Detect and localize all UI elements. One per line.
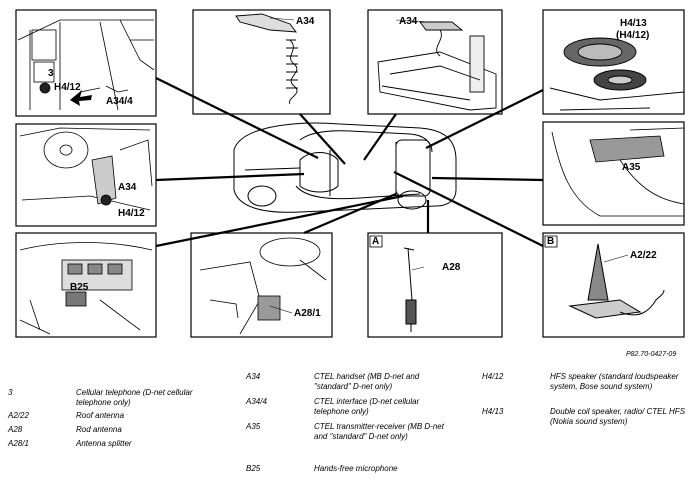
panel-bottom-left — [15, 232, 157, 338]
figure-ref: P82.70-0427-09 — [626, 351, 677, 358]
legend-code: A2/22 — [8, 411, 29, 420]
legend-code: 3 — [8, 388, 13, 397]
legend-code: A34 — [246, 372, 261, 381]
legend-text: CTEL handset (MB D-net and "standard" D-… — [314, 372, 420, 391]
car-outline — [233, 122, 457, 213]
sketch-overhead-console — [19, 242, 153, 335]
legend-text: Antenna splitter — [76, 439, 132, 448]
legend-code: A34/4 — [246, 397, 267, 406]
legend-text: Cellular telephone (D-net cellular telep… — [76, 388, 193, 407]
panel-top-center — [192, 9, 331, 115]
legend-text: CTEL transmitter-receiver (MB D-net and … — [314, 422, 444, 441]
letter-b-box — [544, 235, 558, 248]
sketch-antenna-splitter — [199, 237, 327, 335]
legend-code: A28 — [8, 425, 23, 434]
legend-code: A28/1 — [8, 439, 29, 448]
label-a28: A28 — [442, 262, 461, 273]
legend-text: Double coil speaker, radio/ CTEL HFS (No… — [550, 407, 686, 426]
label-3: 3 — [48, 68, 54, 79]
label-a2-22: A2/22 — [630, 250, 657, 261]
legend-text: Hands-free microphone — [314, 464, 398, 473]
legend-text: HFS speaker (standard loudspeaker system… — [550, 372, 679, 391]
panel-middle-right — [542, 121, 685, 226]
sketch-handset — [235, 13, 298, 105]
leader-lines — [155, 77, 544, 248]
label-h4-13: H4/13 — [620, 18, 647, 29]
label-a34-top-center: A34 — [296, 16, 315, 27]
legend-code: H4/12 — [482, 372, 504, 381]
panel-top-right-center — [367, 9, 503, 115]
legend-code: H4/13 — [482, 407, 504, 416]
letter-a-box — [369, 235, 383, 248]
legend-text: CTEL interface (D-net cellular telephone… — [314, 397, 420, 416]
sketch-console — [377, 21, 497, 111]
label-h4-12-middle-left: H4/12 — [118, 208, 145, 219]
label-a35: A35 — [622, 162, 641, 173]
legend: 3 Cellular telephone (D-net cellular tel… — [0, 368, 700, 483]
sketch-trunk — [551, 127, 685, 217]
panel-top-right — [542, 9, 685, 115]
legend-text: Roof antenna — [76, 411, 125, 420]
label-a34-4: A34/4 — [106, 96, 133, 107]
panel-bottom-b — [542, 232, 685, 338]
sketch-interior — [19, 127, 153, 211]
label-h4-12-paren: (H4/12) — [616, 30, 649, 41]
legend-code: A35 — [246, 422, 261, 431]
sketch-rod-antenna — [403, 247, 417, 332]
label-letter-b: B — [547, 236, 554, 247]
label-a34-top-right-center: A34 — [399, 16, 418, 27]
legend-text: Rod antenna — [76, 425, 122, 434]
label-a28-1: A28/1 — [294, 308, 321, 319]
label-a34-middle-left: A34 — [118, 182, 137, 193]
panel-bottom-a — [367, 232, 503, 338]
sketch-roof-antenna — [568, 243, 665, 319]
label-leaders — [269, 17, 629, 314]
sketch-dashboard-phone — [17, 19, 155, 111]
label-b25: B25 — [70, 282, 89, 293]
label-h4-12-top-left: H4/12 — [54, 82, 81, 93]
diagram-svg: 3 H4/12 A34/4 A34 A34 H4/13 (H4/12) A34 … — [15, 9, 685, 338]
panel-top-left — [15, 9, 157, 117]
panel-middle-left — [15, 123, 157, 227]
panel-bottom-center — [190, 232, 333, 338]
arrow-icon — [70, 90, 92, 106]
label-letter-a: A — [372, 236, 379, 247]
technical-diagram: 3 H4/12 A34/4 A34 A34 H4/13 (H4/12) A34 … — [15, 9, 685, 358]
legend-code: B25 — [246, 464, 261, 473]
sketch-speaker — [549, 37, 685, 111]
